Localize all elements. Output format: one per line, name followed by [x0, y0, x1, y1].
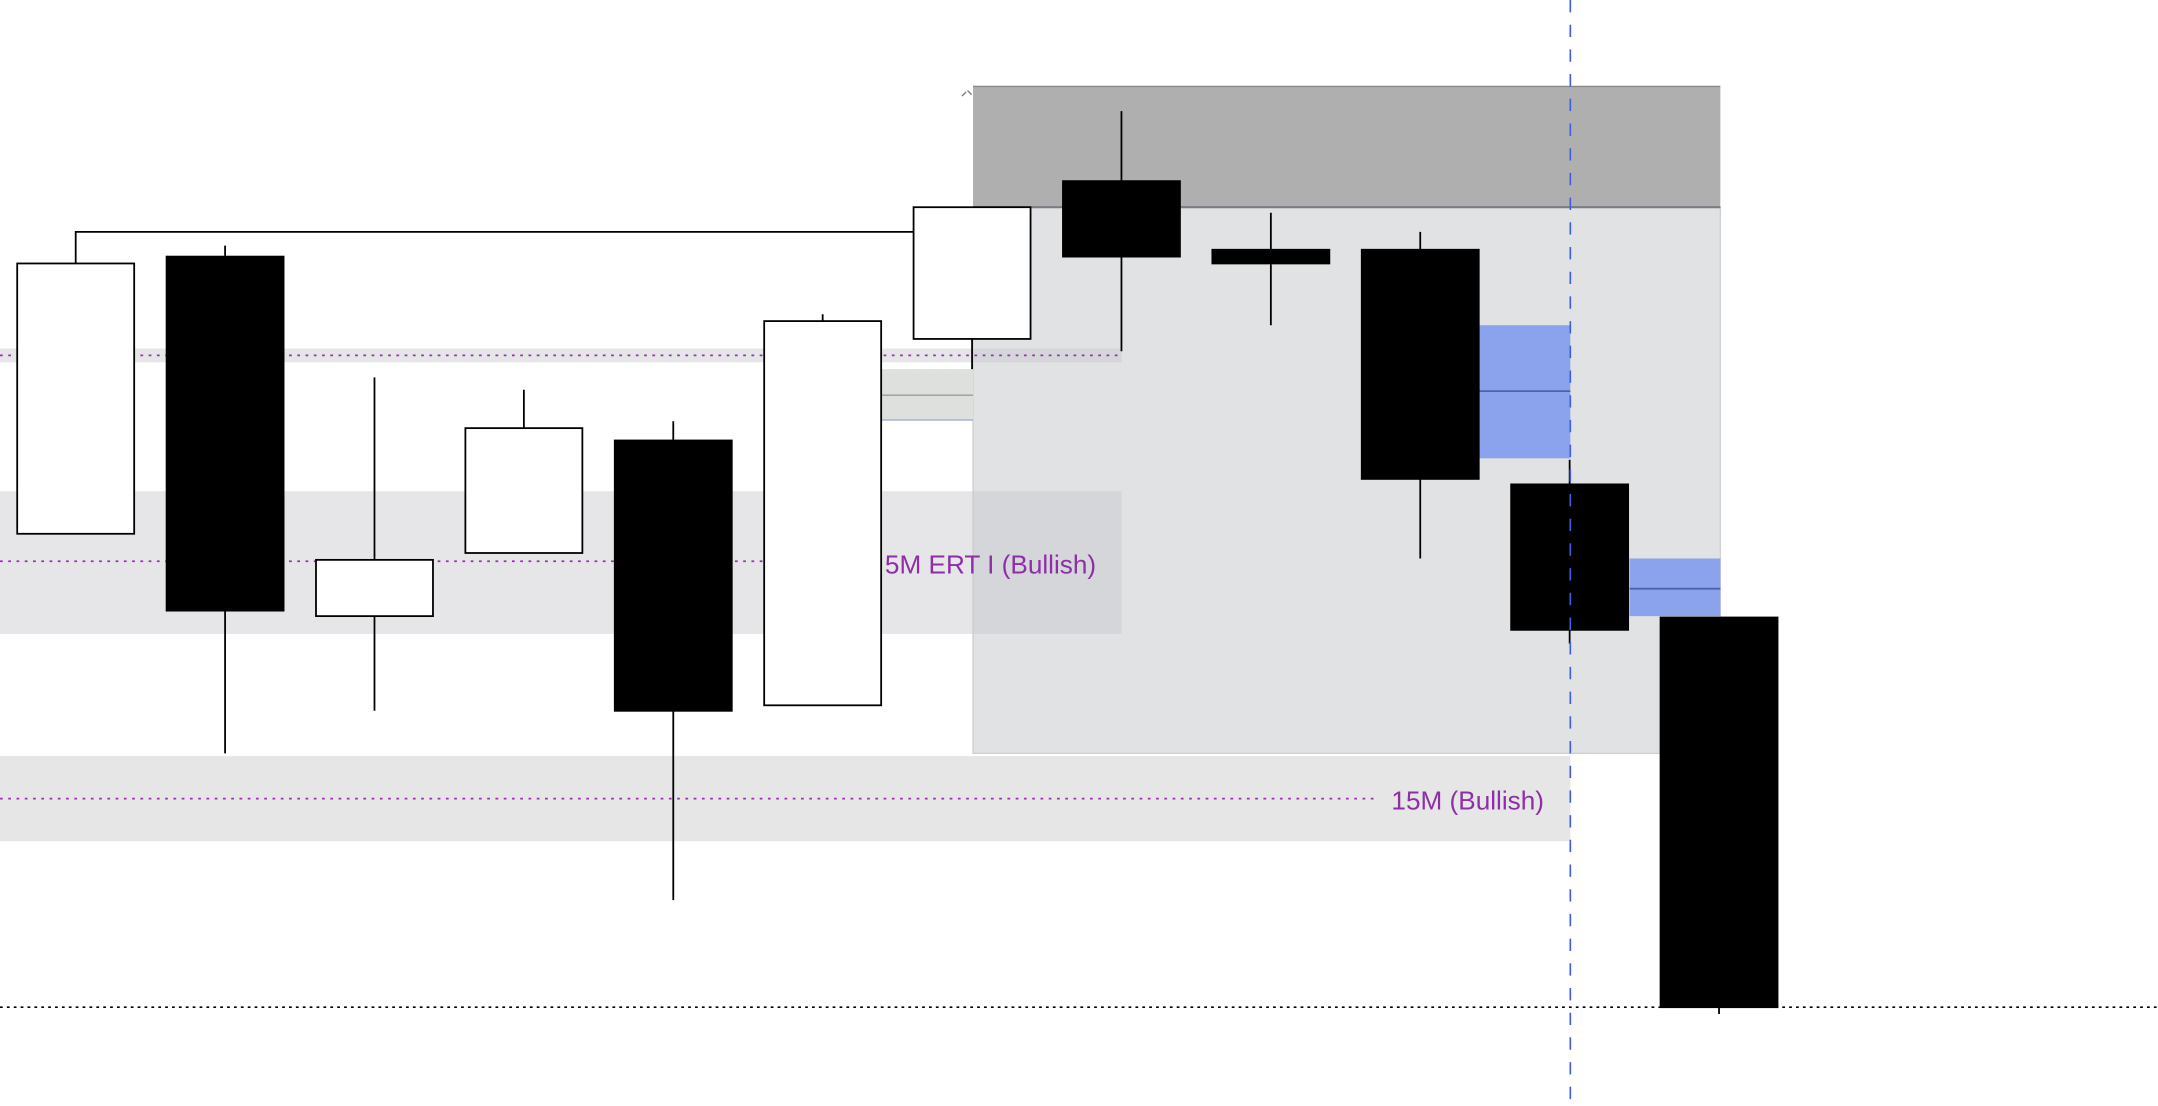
candle-body-bearish[interactable]: [1360, 248, 1480, 480]
candles-group: [16, 111, 1779, 1015]
zone-15m-label: 15M (Bullish): [1391, 786, 1544, 816]
candle-body-bearish[interactable]: [1510, 483, 1630, 631]
candle-body-bullish[interactable]: [912, 206, 1032, 340]
zone-5m-label: 5M ERT I (Bullish): [885, 550, 1096, 580]
candle-body-bearish[interactable]: [165, 255, 285, 612]
candle-body-bearish[interactable]: [1062, 180, 1181, 258]
fvg-box-2[interactable]: [1629, 558, 1721, 617]
candle-body-bearish[interactable]: [613, 439, 733, 712]
candle-body-bullish[interactable]: [763, 320, 883, 707]
candle-body-bullish[interactable]: [315, 558, 434, 618]
candle-body-bullish[interactable]: [464, 427, 584, 554]
resize-handle-icon[interactable]: [961, 90, 973, 97]
candle-body-bullish[interactable]: [16, 262, 136, 535]
candle-body-bearish[interactable]: [1659, 616, 1779, 1009]
range-box-light[interactable]: [972, 206, 1722, 755]
swing-high-connector[interactable]: [74, 231, 916, 264]
candle-body-bearish[interactable]: [1211, 248, 1331, 265]
